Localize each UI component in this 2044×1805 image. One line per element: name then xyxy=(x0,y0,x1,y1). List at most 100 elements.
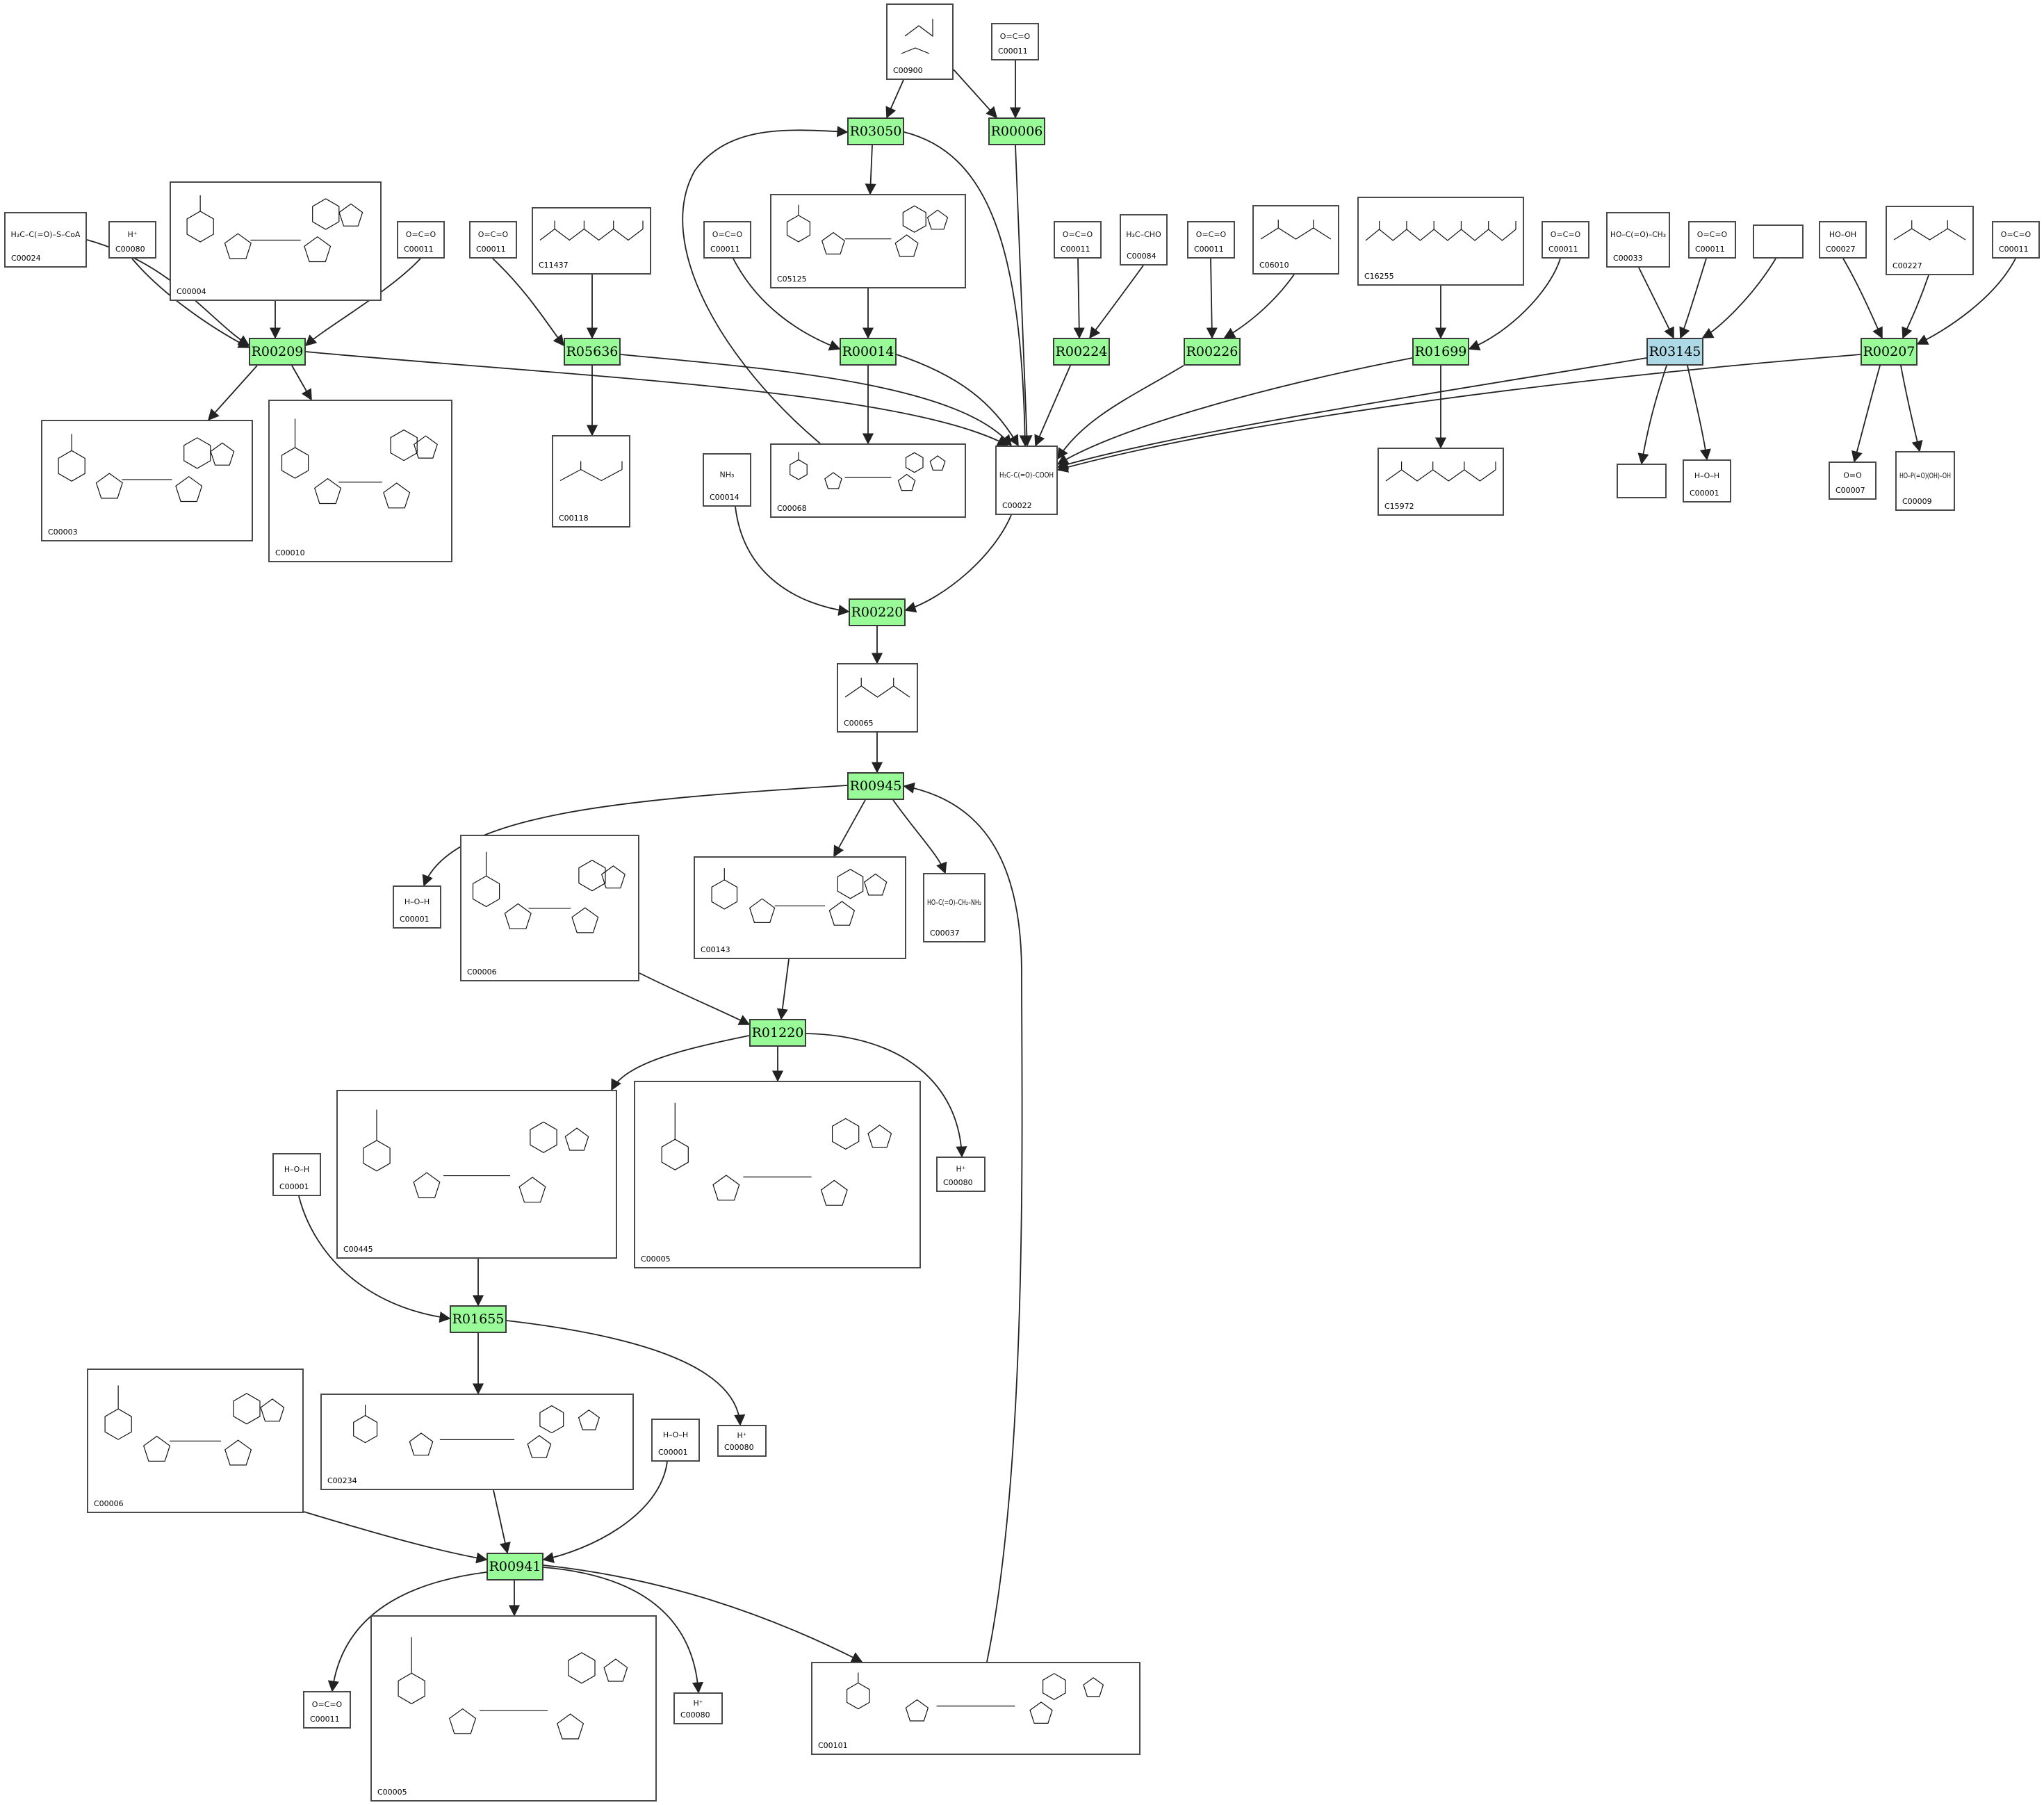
reaction-edge xyxy=(327,1571,487,1692)
compound-c00065[interactable]: C00065 xyxy=(837,663,918,733)
structure-c00004 xyxy=(186,195,363,263)
compound-id: C00084 xyxy=(1127,252,1156,261)
structure-drawing xyxy=(539,220,644,241)
reaction-node-r00945[interactable]: R00945 xyxy=(847,772,904,800)
compound-c00080[interactable]: H⁺C00080 xyxy=(717,1425,767,1457)
reaction-edge xyxy=(806,1033,967,1158)
reaction-edge xyxy=(1056,357,1647,470)
reaction-node-r00224[interactable]: R00224 xyxy=(1053,338,1110,366)
compound-c00080[interactable]: H⁺C00080 xyxy=(936,1157,986,1192)
compound-id: C00001 xyxy=(400,915,430,924)
reaction-edge xyxy=(1701,258,1776,338)
compound-c06010[interactable]: C06010 xyxy=(1252,205,1339,275)
reaction-node-r00220[interactable]: R00220 xyxy=(849,598,906,626)
reaction-node-r03145[interactable]: R03145 xyxy=(1646,338,1703,366)
structure-c16255 xyxy=(1365,221,1516,241)
structure-formula: HO–OH xyxy=(1829,230,1856,239)
compound-c00004[interactable]: C00004 xyxy=(170,181,382,301)
compound-c00234[interactable]: C00234 xyxy=(320,1394,634,1490)
compound-c16255[interactable]: C16255 xyxy=(1357,197,1524,286)
reaction-edge xyxy=(885,79,904,119)
reaction-edge xyxy=(1687,365,1711,461)
compound-c00003[interactable]: C00003 xyxy=(41,420,253,541)
compound-blank[interactable] xyxy=(1617,464,1667,498)
reaction-node-r01220[interactable]: R01220 xyxy=(749,1019,806,1047)
structure-formula: H–O–H xyxy=(404,897,430,906)
structure-c00900 xyxy=(901,19,933,54)
compound-c00005[interactable]: C00005 xyxy=(634,1081,921,1268)
structure-c00011: O=C=O xyxy=(2001,230,2031,239)
compound-c00900[interactable]: C00900 xyxy=(886,3,954,80)
compound-id: C16255 xyxy=(1364,272,1394,281)
compound-blank[interactable] xyxy=(1753,224,1804,259)
structure-drawing xyxy=(790,452,946,491)
structure-c00033: HO–C(=O)–CH₃ xyxy=(1610,230,1666,239)
structure-c00003 xyxy=(58,434,235,503)
reaction-edge xyxy=(543,1565,863,1663)
compound-c05125[interactable]: C05125 xyxy=(770,194,966,288)
reaction-node-r01655[interactable]: R01655 xyxy=(450,1305,507,1333)
reaction-node-r05636[interactable]: R05636 xyxy=(564,338,621,366)
structure-formula: O=C=O xyxy=(1000,32,1031,41)
reaction-node-r00006[interactable]: R00006 xyxy=(988,117,1045,145)
compound-c00010[interactable]: C00010 xyxy=(268,400,452,562)
compound-c00006[interactable]: C00006 xyxy=(460,835,639,981)
reaction-node-r00209[interactable]: R00209 xyxy=(249,338,306,366)
reaction-node-r00014[interactable]: R00014 xyxy=(840,338,897,366)
structure-formula: H⁺ xyxy=(737,1431,746,1440)
structure-c00006 xyxy=(104,1385,285,1466)
reaction-node-r00226[interactable]: R00226 xyxy=(1184,338,1241,366)
compound-c00006[interactable]: C00006 xyxy=(87,1369,304,1513)
reaction-node-r00207[interactable]: R00207 xyxy=(1861,338,1918,366)
reaction-node-r01699[interactable]: R01699 xyxy=(1412,338,1469,366)
structure-c00080: H⁺ xyxy=(956,1165,965,1174)
compound-c00027[interactable]: HO–OH C00027 xyxy=(1819,221,1867,259)
structure-formula: H₃C–C(=O)–COOH xyxy=(999,471,1054,480)
compound-c00001[interactable]: H–O–H C00001 xyxy=(393,885,441,929)
reaction-node-r03050[interactable]: R03050 xyxy=(847,117,904,145)
compound-c00101[interactable]: C00101 xyxy=(811,1662,1140,1755)
compound-c00080[interactable]: H⁺C00080 xyxy=(108,221,156,259)
compound-c00005[interactable]: C00005 xyxy=(370,1615,657,1802)
structure-drawing xyxy=(281,418,438,509)
reaction-edge xyxy=(207,365,258,421)
compound-c00227[interactable]: C00227 xyxy=(1886,206,1974,275)
structure-formula: H–O–H xyxy=(663,1430,688,1439)
compound-c00068[interactable]: C00068 xyxy=(770,443,966,518)
reaction-node-r00941[interactable]: R00941 xyxy=(487,1553,543,1581)
reaction-edge xyxy=(1206,258,1218,339)
compound-c00118[interactable]: C00118 xyxy=(552,435,630,528)
compound-c00080[interactable]: H⁺C00080 xyxy=(673,1692,723,1724)
compound-c00445[interactable]: C00445 xyxy=(336,1090,617,1259)
reaction-edge xyxy=(865,145,876,195)
compound-c11437[interactable]: C11437 xyxy=(532,207,651,275)
compound-id: C00027 xyxy=(1826,245,1856,254)
compound-c15972[interactable]: C15972 xyxy=(1377,448,1504,516)
compound-c00143[interactable]: C00143 xyxy=(694,856,906,959)
structure-formula: O=C=O xyxy=(1697,230,1728,239)
reaction-edge xyxy=(1679,258,1707,339)
compound-id: C00024 xyxy=(11,254,41,263)
